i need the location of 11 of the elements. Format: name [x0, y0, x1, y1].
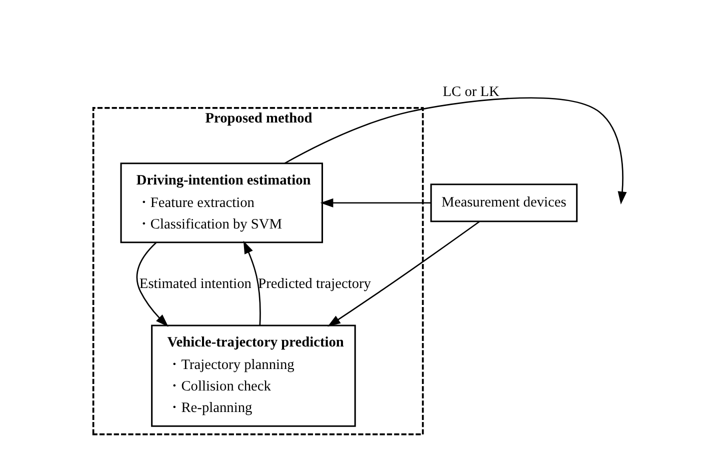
node-box: Driving-intention estimation ・Feature extraction ・Classification by SVM [120, 162, 323, 244]
node-box: Vehicle-trajectory prediction ・Trajectory planning ・Collision check ・Re-planning [150, 324, 356, 427]
arrow [320, 198, 430, 208]
arrow [327, 221, 480, 327]
node-box: Measurement devices [430, 184, 578, 222]
arrow [136, 242, 168, 327]
edge-label: Estimated intention [138, 276, 252, 292]
edge-label: Predicted trajectory [258, 276, 370, 292]
arrow [242, 240, 260, 326]
arrow [284, 97, 626, 204]
edge-label: LC or LK [442, 84, 499, 100]
